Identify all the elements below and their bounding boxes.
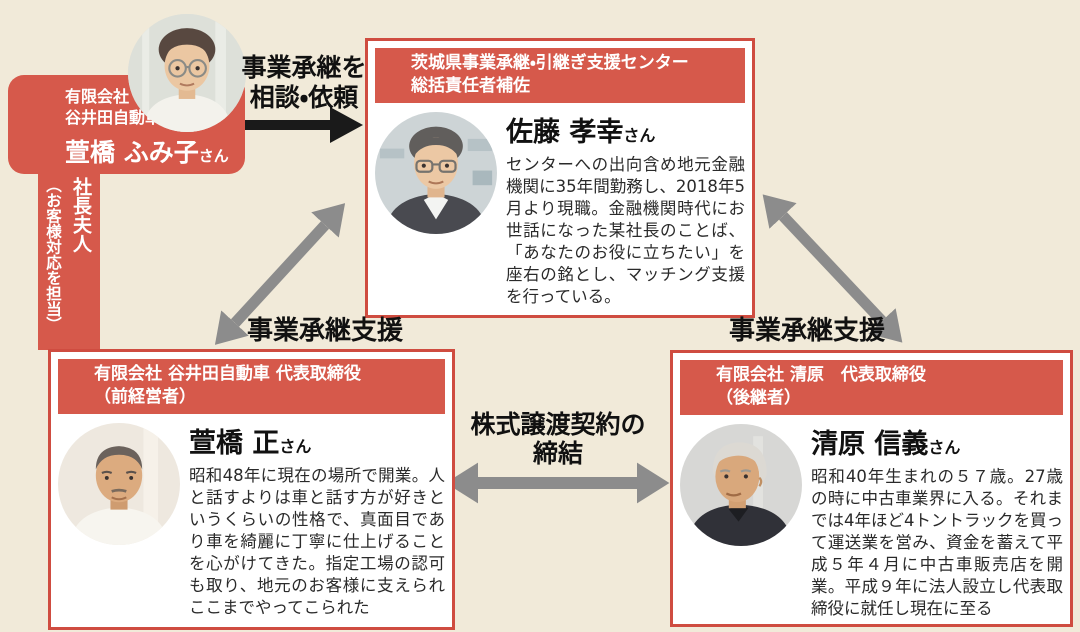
wife-photo bbox=[128, 14, 246, 132]
former-owner-name: 萱橋 正 bbox=[189, 427, 280, 459]
advisor-bio: センターへの出向含め地元金融機関に35年間勤務し、2018年5月より現職。金融機… bbox=[506, 154, 745, 306]
center-advisor-card: 茨城県事業承継・引継ぎ支援センター 総括責任者補佐 bbox=[365, 38, 755, 318]
advisor-photo bbox=[375, 111, 497, 234]
support-label-left: 事業承継支援 bbox=[247, 316, 404, 346]
contract-label-line2: 締結 bbox=[532, 438, 583, 468]
left-header-line1: 有限会社 谷井田自動車 代表取締役 bbox=[94, 364, 361, 384]
wife-company-line2: 谷井田自動車 bbox=[65, 107, 162, 127]
successor-honorific: さん bbox=[928, 437, 961, 457]
successor-card: 有限会社 清原 代表取締役 （後継者） bbox=[670, 350, 1073, 627]
former-owner-honorific: さん bbox=[279, 436, 312, 456]
wife-company-line1: 有限会社 bbox=[65, 87, 130, 106]
center-header-line1: 茨城県事業承継・引継ぎ支援センター bbox=[411, 53, 689, 73]
right-header-line2: （後継者） bbox=[716, 387, 801, 408]
support-label-right: 事業承継支援 bbox=[729, 316, 886, 346]
consult-arrow-label: 事業承継を 相談・依頼 bbox=[236, 53, 372, 113]
consult-label-line2: 相談・依頼 bbox=[249, 83, 359, 112]
successor-bio: 昭和40年生まれの５７歳。27歳の時に中古車業界に入る。それまでは4年ほど4トン… bbox=[811, 466, 1063, 618]
wife-name: 萱橋 ふみ子 bbox=[65, 137, 199, 167]
advisor-honorific: さん bbox=[623, 125, 656, 145]
elderly-man-portrait-icon bbox=[58, 422, 180, 545]
successor-name: 清原 信義 bbox=[811, 428, 929, 460]
gray-haired-man-profile-icon bbox=[680, 423, 802, 546]
support-arrow-left bbox=[214, 203, 346, 345]
right-header-line1: 有限会社 清原 代表取締役 bbox=[716, 365, 926, 385]
former-owner-photo bbox=[58, 422, 180, 545]
left-card-header: 有限会社 谷井田自動車 代表取締役 （前経営者） bbox=[58, 359, 445, 414]
support-arrow-right bbox=[762, 194, 903, 343]
man-suit-glasses-portrait-icon bbox=[375, 111, 497, 234]
right-card-header: 有限会社 清原 代表取締役 （後継者） bbox=[680, 360, 1063, 415]
elderly-woman-portrait-icon bbox=[128, 14, 246, 132]
center-card-header: 茨城県事業承継・引継ぎ支援センター 総括責任者補佐 bbox=[375, 48, 745, 103]
wife-role-title: 社長夫人 bbox=[70, 177, 92, 253]
wife-honorific: さん bbox=[198, 146, 229, 165]
wife-role-detail: （お客様対応を担当） bbox=[44, 177, 62, 332]
former-owner-card: 有限会社 谷井田自動車 代表取締役 （前経営者） bbox=[48, 349, 455, 630]
successor-photo bbox=[680, 423, 802, 546]
contract-label-line1: 株式譲渡契約の bbox=[470, 410, 646, 439]
center-header-line2: 総括責任者補佐 bbox=[411, 75, 530, 96]
former-owner-bio: 昭和48年に現在の場所で開業。人と話すよりは車と話す方が好きというくらいの性格で… bbox=[189, 465, 445, 617]
left-header-line2: （前経営者） bbox=[94, 386, 196, 407]
wife-role-strip: 社長夫人 （お客様対応を担当） bbox=[38, 170, 100, 350]
consult-label-line1: 事業承継を bbox=[241, 53, 367, 82]
contract-arrow-label: 株式譲渡契約の 締結 bbox=[447, 410, 669, 469]
advisor-name: 佐藤 孝幸 bbox=[506, 116, 624, 148]
